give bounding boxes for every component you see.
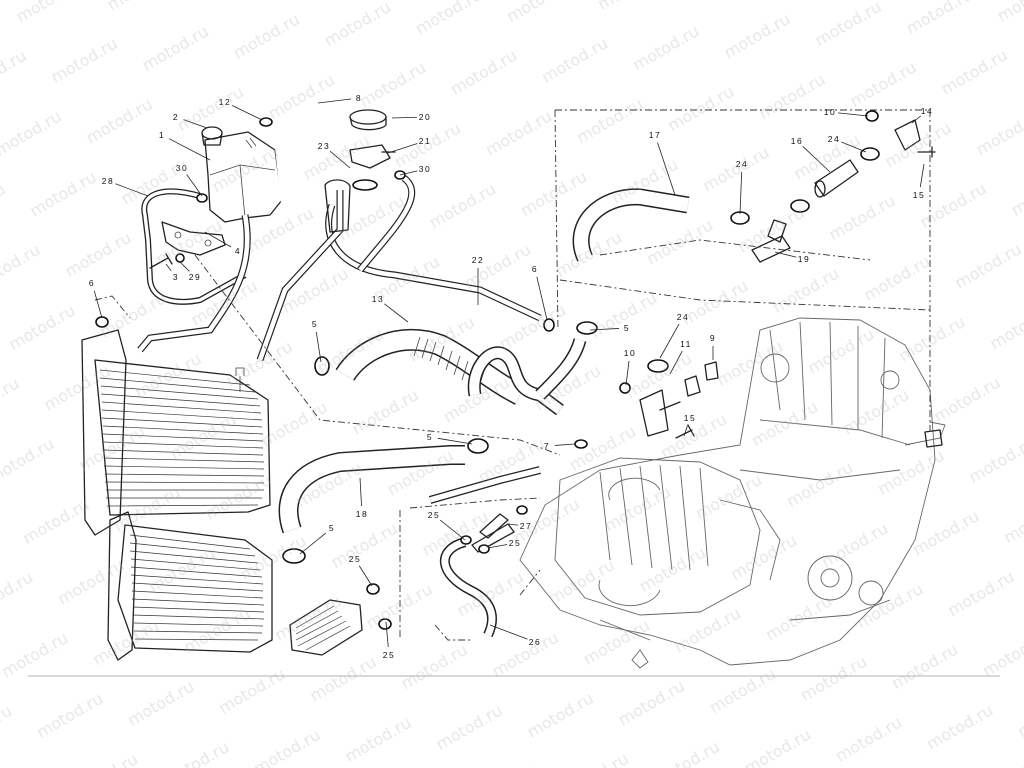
callout-c25c: 25 xyxy=(349,554,361,564)
callout-c22: 22 xyxy=(472,255,484,265)
callout-c13: 13 xyxy=(372,294,384,304)
callout-c24a: 24 xyxy=(736,159,748,169)
callout-c10a: 10 xyxy=(824,107,836,117)
callout-c2: 2 xyxy=(173,112,179,122)
callout-c18: 18 xyxy=(356,509,368,519)
callout-c3: 3 xyxy=(173,272,179,282)
callout-c29: 29 xyxy=(189,272,201,282)
callout-c14: 14 xyxy=(921,106,933,116)
callout-c9: 9 xyxy=(710,333,716,343)
callout-c5a: 5 xyxy=(312,319,318,329)
callout-c25b: 25 xyxy=(509,538,521,548)
callout-c5c: 5 xyxy=(427,432,433,442)
callout-c25d: 25 xyxy=(383,650,395,660)
callout-c25a: 25 xyxy=(428,510,440,520)
callout-c19: 19 xyxy=(798,254,810,264)
callout-c24b: 24 xyxy=(828,134,840,144)
callout-c21: 21 xyxy=(419,136,431,146)
callout-c4: 4 xyxy=(235,246,241,256)
callout-c1: 1 xyxy=(159,130,165,140)
callout-c5b: 5 xyxy=(624,323,630,333)
callout-c23: 23 xyxy=(318,141,330,151)
callout-c27: 27 xyxy=(520,521,532,531)
callout-c28: 28 xyxy=(102,176,114,186)
callout-c5d: 5 xyxy=(329,523,335,533)
callout-c15b: 15 xyxy=(684,413,696,423)
callout-c11: 11 xyxy=(680,339,692,349)
callout-c16: 16 xyxy=(791,136,803,146)
callout-c15a: 15 xyxy=(913,190,925,200)
callout-c26: 26 xyxy=(529,637,541,647)
callout-c20: 20 xyxy=(419,112,431,122)
callout-c24c: 24 xyxy=(677,312,689,322)
callout-c30b: 30 xyxy=(419,164,431,174)
callout-c30a: 30 xyxy=(176,163,188,173)
callout-c6b: 6 xyxy=(532,264,538,274)
callout-c12: 12 xyxy=(219,97,231,107)
callout-c7: 7 xyxy=(544,441,550,451)
callout-c6a: 6 xyxy=(89,278,95,288)
callout-c10b: 10 xyxy=(624,348,636,358)
callout-c17: 17 xyxy=(649,130,661,140)
callout-c8: 8 xyxy=(356,93,362,103)
